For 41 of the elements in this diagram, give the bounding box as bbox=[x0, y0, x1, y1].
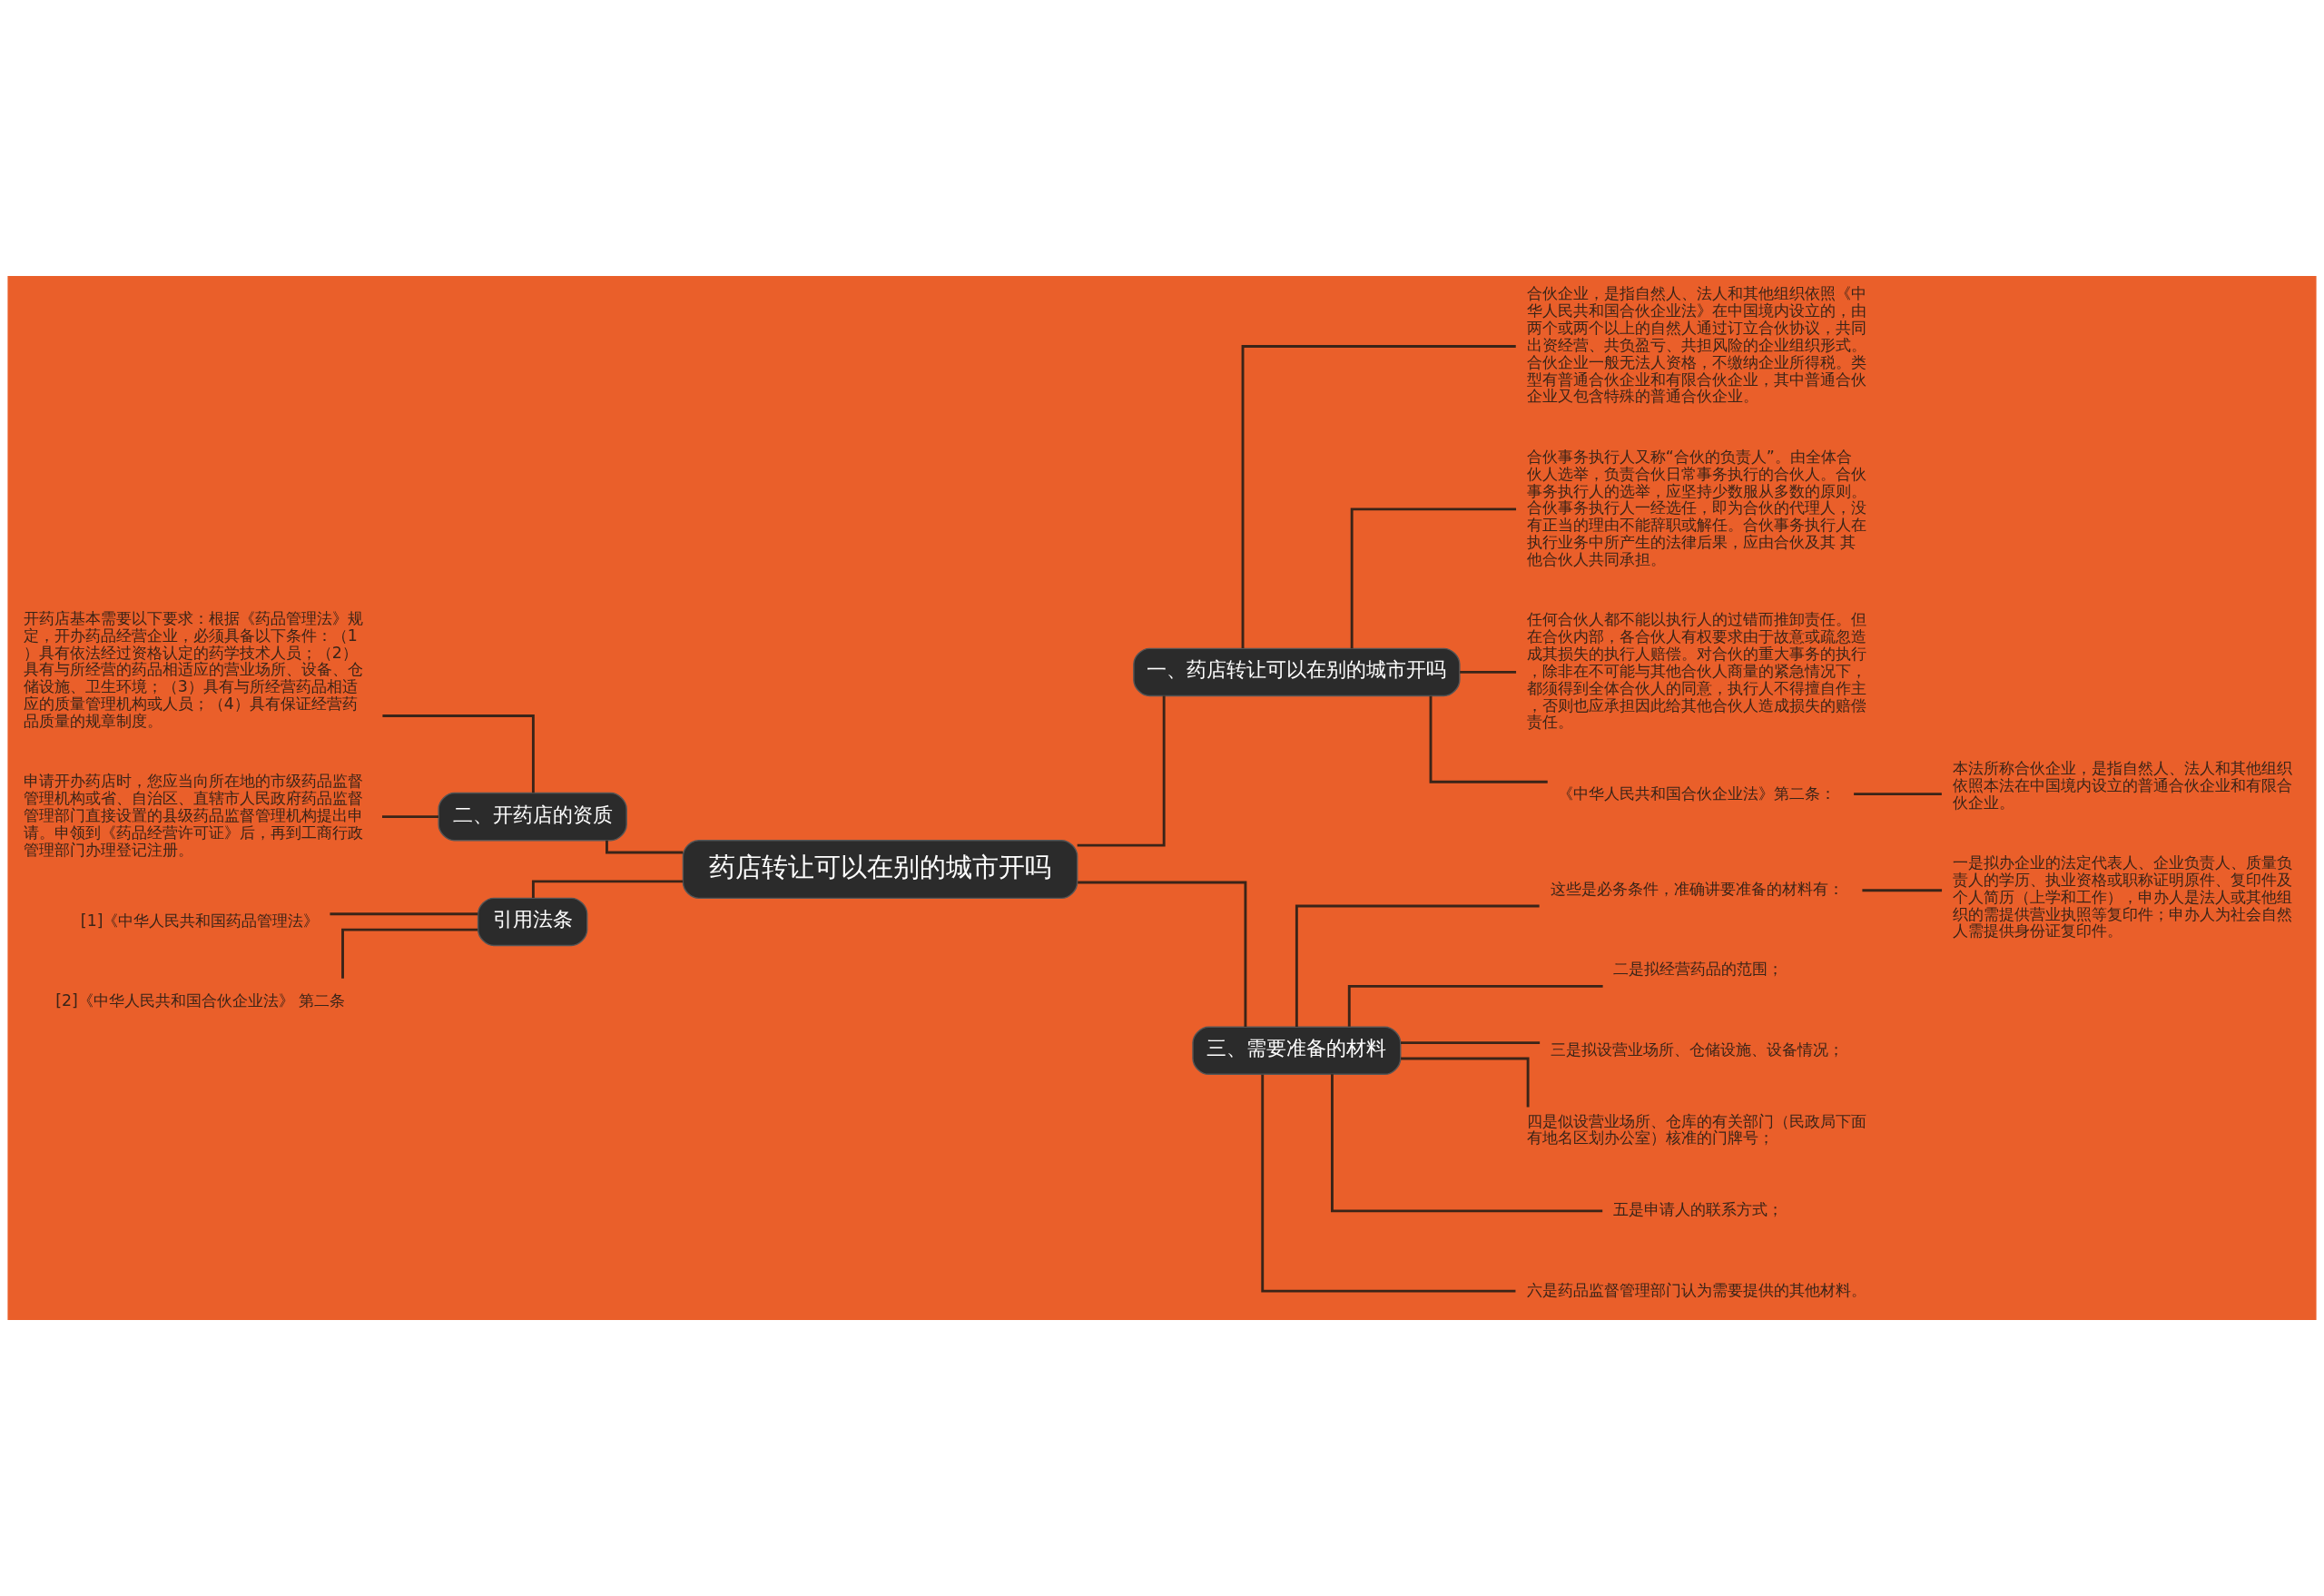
node-text: 一是拟办企业的法定代表人、企业负责人、质量负责人的学历、执业资格或职称证明原件、复印件及个人简历（上学和工作），申办人是法人或其他组织的需提供营业执照等复印件；申办人为社会自然人需提供身份证复印件。 bbox=[1952, 853, 2292, 941]
node-text: 合伙事务执行人又称“合伙的负责人”。由全体合伙人选举，负责合伙日常事务执行的合伙人。合伙事务执行人的选举，应坚持少数服从多数的原则。合伙事务执行人一经选任，即为合伙的代理人，没有正当的理由不能辞职或解任。合伙事务执行人在执行业务中所产生的法律后果，应由合伙及其 其他合伙人共同承担。 bbox=[1526, 447, 1866, 568]
node-text: 三是拟设营业场所、仓储设施、设备情况； bbox=[1550, 1039, 1844, 1059]
connector bbox=[1854, 793, 1942, 796]
connector bbox=[1460, 670, 1517, 674]
node-text: 五是申请人的联系方式； bbox=[1613, 1200, 1784, 1219]
node-text: 《中华人民共和国合伙企业法》第二条： bbox=[1558, 783, 1837, 803]
node-text: 任何合伙人都不能以执行人的过错而推卸责任。但在合伙内部，各合伙人有权要求由于故意或疏忽造成其损失的执行人赔偿。对合伙的重大事务的执行，除非在不可能与其他合伙人商量的紧急情况下，都须得到全体合伙人的同意，执行人不得擅自作主，否则也应承担因此给其他合伙人造成损失的赔偿责任。 bbox=[1526, 610, 1866, 732]
node-box: 引用法条 bbox=[477, 897, 588, 947]
node-text: 六是药品监督管理部门认为需要提供的其他材料。 bbox=[1526, 1280, 1866, 1299]
connector bbox=[1077, 695, 1166, 847]
node-text: 二是拟经营药品的范围； bbox=[1613, 960, 1784, 979]
connector bbox=[1331, 1074, 1603, 1213]
connector bbox=[1350, 507, 1517, 649]
connector bbox=[1862, 889, 1943, 892]
connector bbox=[1401, 1041, 1541, 1045]
node-text: [1]《中华人民共和国药品管理法》 bbox=[80, 911, 320, 930]
connector bbox=[341, 928, 478, 979]
node-box: 二、开药店的资质 bbox=[438, 792, 627, 842]
node-text: [2]《中华人民共和国合伙企业法》 第二条 bbox=[55, 991, 346, 1010]
node-text: 四是似设营业场所、仓库的有关部门（民政局下面有地名区划办公室）核准的门牌号； bbox=[1526, 1111, 1866, 1148]
connector bbox=[1261, 1074, 1516, 1293]
connector bbox=[1078, 881, 1247, 1028]
connector bbox=[1429, 695, 1548, 783]
connector bbox=[330, 912, 478, 916]
connector bbox=[606, 840, 684, 854]
node-box: 药店转让可以在别的城市开吗 bbox=[682, 839, 1078, 900]
connector bbox=[1401, 1057, 1530, 1108]
connector bbox=[1295, 904, 1540, 1027]
connector bbox=[1241, 345, 1516, 648]
node-text: 开药店基本需要以下要求：根据《药品管理法》规定，开办药品经营企业，必须具备以下条件：（1）具有依法经过资格认定的药学技术人员；（2）具有与所经营的药品相适应的营业场所、设备、仓储设施、卫生环境；（3）具有与所经营药品相适应的质量管理机构或人员；（4）具有保证经营药品质量的规章制度。 bbox=[23, 609, 363, 730]
connector bbox=[382, 714, 535, 793]
node-text: 本法所称合伙企业，是指自然人、法人和其他组织依照本法在中国境内设立的普通合伙企业和有限合伙企业。 bbox=[1952, 759, 2292, 812]
node-box: 三、需要准备的材料 bbox=[1192, 1026, 1402, 1076]
node-text: 申请开办药店时，您应当向所在地的市级药品监督管理机构或省、自治区、直辖市人民政府药品监督管理部门直接设置的县级药品监督管理机构提出申请。申领到《药品经营许可证》后，再到工商行政管理部门办理登记注册。 bbox=[23, 772, 363, 859]
connector bbox=[382, 815, 438, 819]
node-text: 合伙企业，是指自然人、法人和其他组织依照《中华人民共和国合伙企业法》在中国境内设立的，由两个或两个以上的自然人通过订立合伙协议，共同出资经营、共负盈亏、共担风险的企业组织形式。合伙企业一般无法人资格，不缴纳企业所得税。类型有普通合伙企业和有限合伙企业，其中普通合伙企业又包含特殊的普通合伙企业。 bbox=[1526, 284, 1866, 406]
connector bbox=[531, 880, 684, 898]
node-text: 这些是必务条件，准确讲要准备的材料有： bbox=[1550, 880, 1844, 899]
connector bbox=[1347, 984, 1603, 1027]
node-box: 一、药店转让可以在别的城市开吗 bbox=[1133, 647, 1461, 697]
